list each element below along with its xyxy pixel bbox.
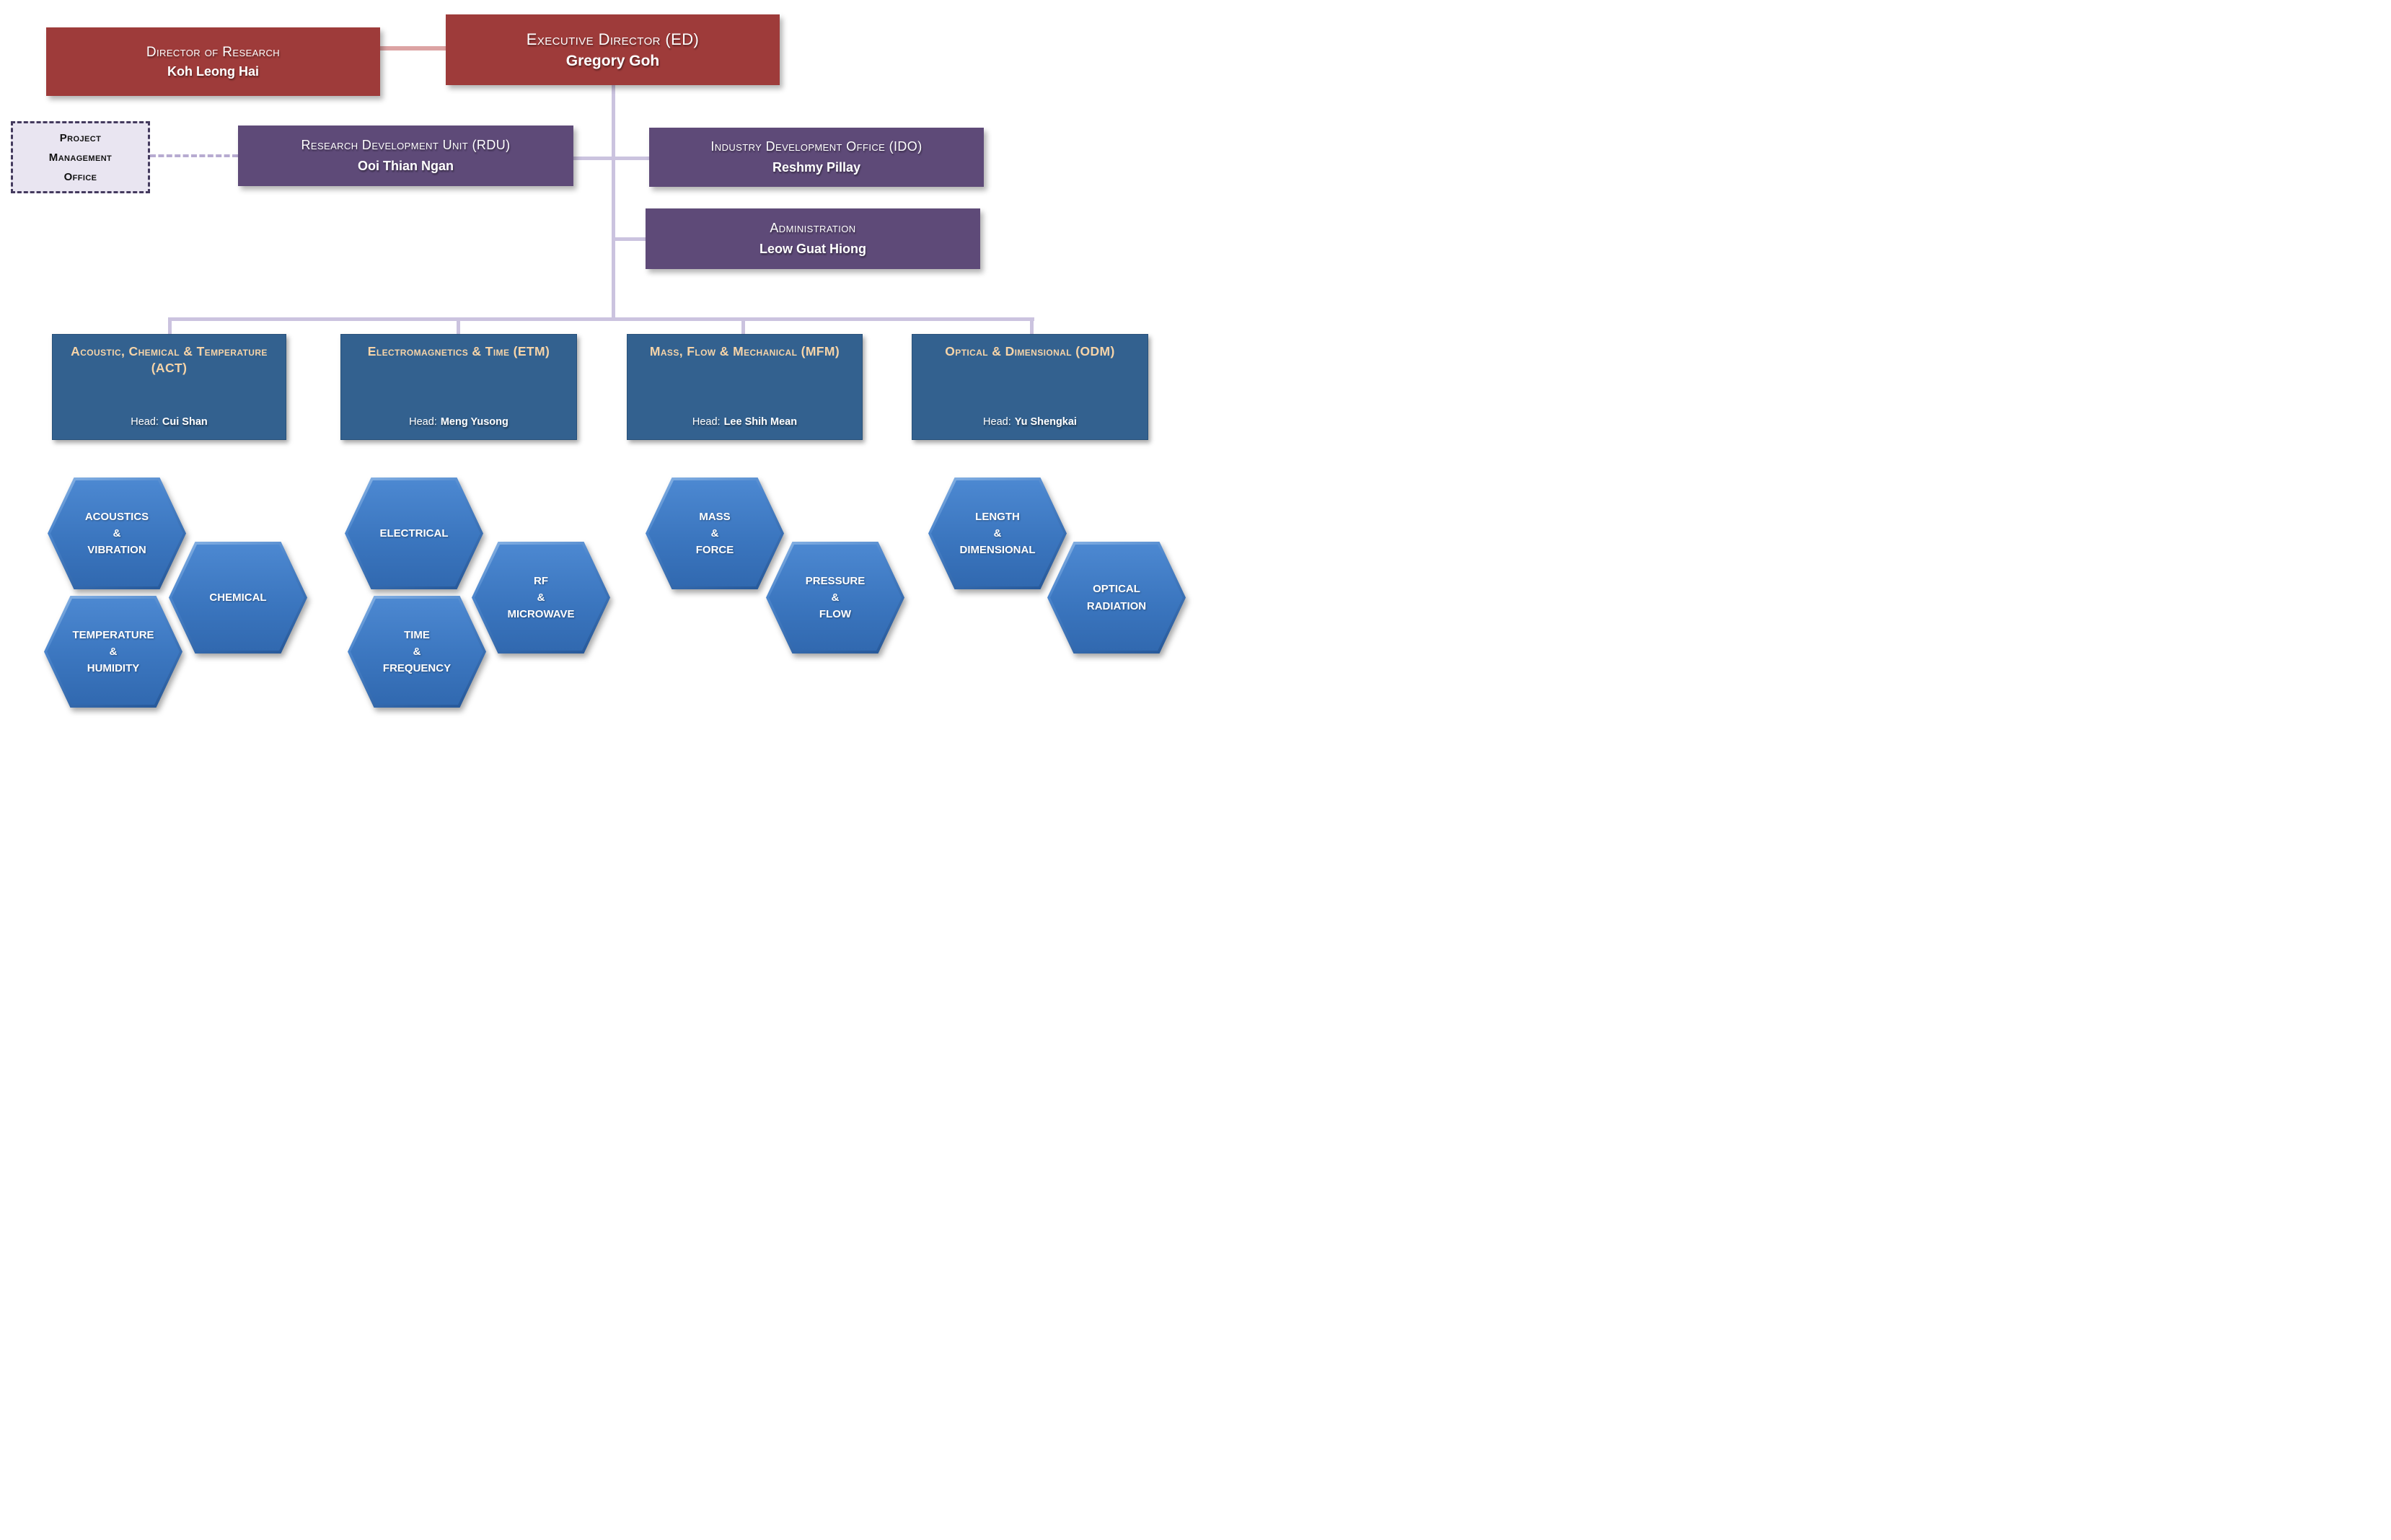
node-project-management-office: Project Management Office — [11, 121, 150, 193]
connector-drop-mfm — [741, 317, 745, 334]
node-person-name: Ooi Thian Ngan — [358, 158, 454, 173]
hex-label: PRESSURE & FLOW — [805, 574, 866, 621]
hex-length-dimensional: LENGTH & DIMENSIONAL — [928, 478, 1067, 589]
head-label: Head: — [409, 416, 437, 428]
head-name: Meng Yusong — [440, 416, 508, 428]
hex-mass-force: MASS & FORCE — [646, 478, 784, 589]
head-label: Head: — [692, 416, 721, 428]
node-title: Research Development Unit (RDU) — [301, 138, 511, 153]
head-name: Yu Shengkai — [1014, 416, 1077, 428]
hex-label: TIME & FREQUENCY — [382, 628, 452, 675]
hex-label: MASS & FORCE — [695, 510, 734, 557]
connector-drop-act — [168, 317, 172, 334]
dept-odm: Optical & Dimensional (ODM) Head:Yu Shen… — [912, 334, 1148, 440]
node-rdu: Research Development Unit (RDU) Ooi Thia… — [238, 126, 573, 186]
connector-ed-trunk — [612, 85, 615, 321]
dept-mfm: Mass, Flow & Mechanical (MFM) Head:Lee S… — [627, 334, 863, 440]
node-title: Project Management Office — [48, 131, 113, 183]
node-title: Industry Development Office (IDO) — [710, 139, 923, 154]
dept-act: Acoustic, Chemical & Temperature (ACT) H… — [52, 334, 286, 440]
hex-chemical: CHEMICAL — [169, 542, 307, 654]
dept-head: Head:Lee Shih Mean — [692, 416, 797, 439]
node-director-of-research: Director of Research Koh Leong Hai — [46, 27, 380, 96]
head-name: Cui Shan — [162, 416, 208, 428]
connector-director-ed — [380, 46, 446, 50]
node-person-name: Reshmy Pillay — [772, 159, 861, 175]
node-person-name: Gregory Goh — [565, 53, 660, 70]
node-executive-director: Executive Director (ED) Gregory Goh — [446, 14, 780, 85]
connector-pmo-rdu — [150, 154, 238, 157]
connector-distribution — [168, 317, 1034, 321]
dept-head: Head:Meng Yusong — [409, 416, 508, 439]
head-label: Head: — [131, 416, 159, 428]
dept-etm: Electromagnetics & Time (ETM) Head:Meng … — [340, 334, 577, 440]
dept-title: Mass, Flow & Mechanical (MFM) — [649, 344, 840, 358]
hex-acoustics-vibration: ACOUSTICS & VIBRATION — [48, 478, 186, 589]
node-person-name: Leow Guat Hiong — [759, 241, 866, 256]
dept-title: Electromagnetics & Time (ETM) — [367, 344, 550, 358]
connector-drop-etm — [457, 317, 460, 334]
node-title: Executive Director (ED) — [526, 30, 700, 48]
connector-admin-stub — [615, 237, 647, 241]
hex-optical-radiation: OPTICAL RADIATION — [1047, 542, 1186, 654]
node-administration: Administration Leow Guat Hiong — [646, 208, 980, 269]
node-ido: Industry Development Office (IDO) Reshmy… — [649, 128, 984, 187]
hex-label: CHEMICAL — [209, 591, 267, 604]
node-person-name: Koh Leong Hai — [167, 64, 259, 79]
node-title: Director of Research — [146, 44, 281, 60]
hex-label: RF & MICROWAVE — [507, 574, 575, 621]
hex-time-frequency: TIME & FREQUENCY — [348, 596, 486, 708]
dept-head: Head:Yu Shengkai — [983, 416, 1077, 439]
head-name: Lee Shih Mean — [723, 416, 798, 428]
hex-label: TEMPERATURE & HUMIDITY — [72, 628, 154, 675]
hex-label: ELECTRICAL — [379, 527, 449, 540]
head-label: Head: — [983, 416, 1011, 428]
connector-rdu-ido — [573, 157, 649, 160]
hex-label: ACOUSTICS & VIBRATION — [84, 510, 149, 557]
hex-temperature-humidity: TEMPERATURE & HUMIDITY — [44, 596, 182, 708]
dept-title: Acoustic, Chemical & Temperature (ACT) — [71, 344, 268, 375]
hex-label: LENGTH & DIMENSIONAL — [959, 510, 1036, 557]
hex-rf-microwave: RF & MICROWAVE — [472, 542, 610, 654]
hex-label: OPTICAL RADIATION — [1086, 583, 1147, 612]
dept-title: Optical & Dimensional (ODM) — [945, 344, 1115, 358]
org-chart: Director of Research Koh Leong Hai Execu… — [0, 0, 1196, 770]
hex-pressure-flow: PRESSURE & FLOW — [766, 542, 904, 654]
dept-head: Head:Cui Shan — [131, 416, 208, 439]
connector-drop-odm — [1030, 317, 1034, 334]
node-title: Administration — [770, 221, 856, 236]
hex-electrical: ELECTRICAL — [345, 478, 483, 589]
